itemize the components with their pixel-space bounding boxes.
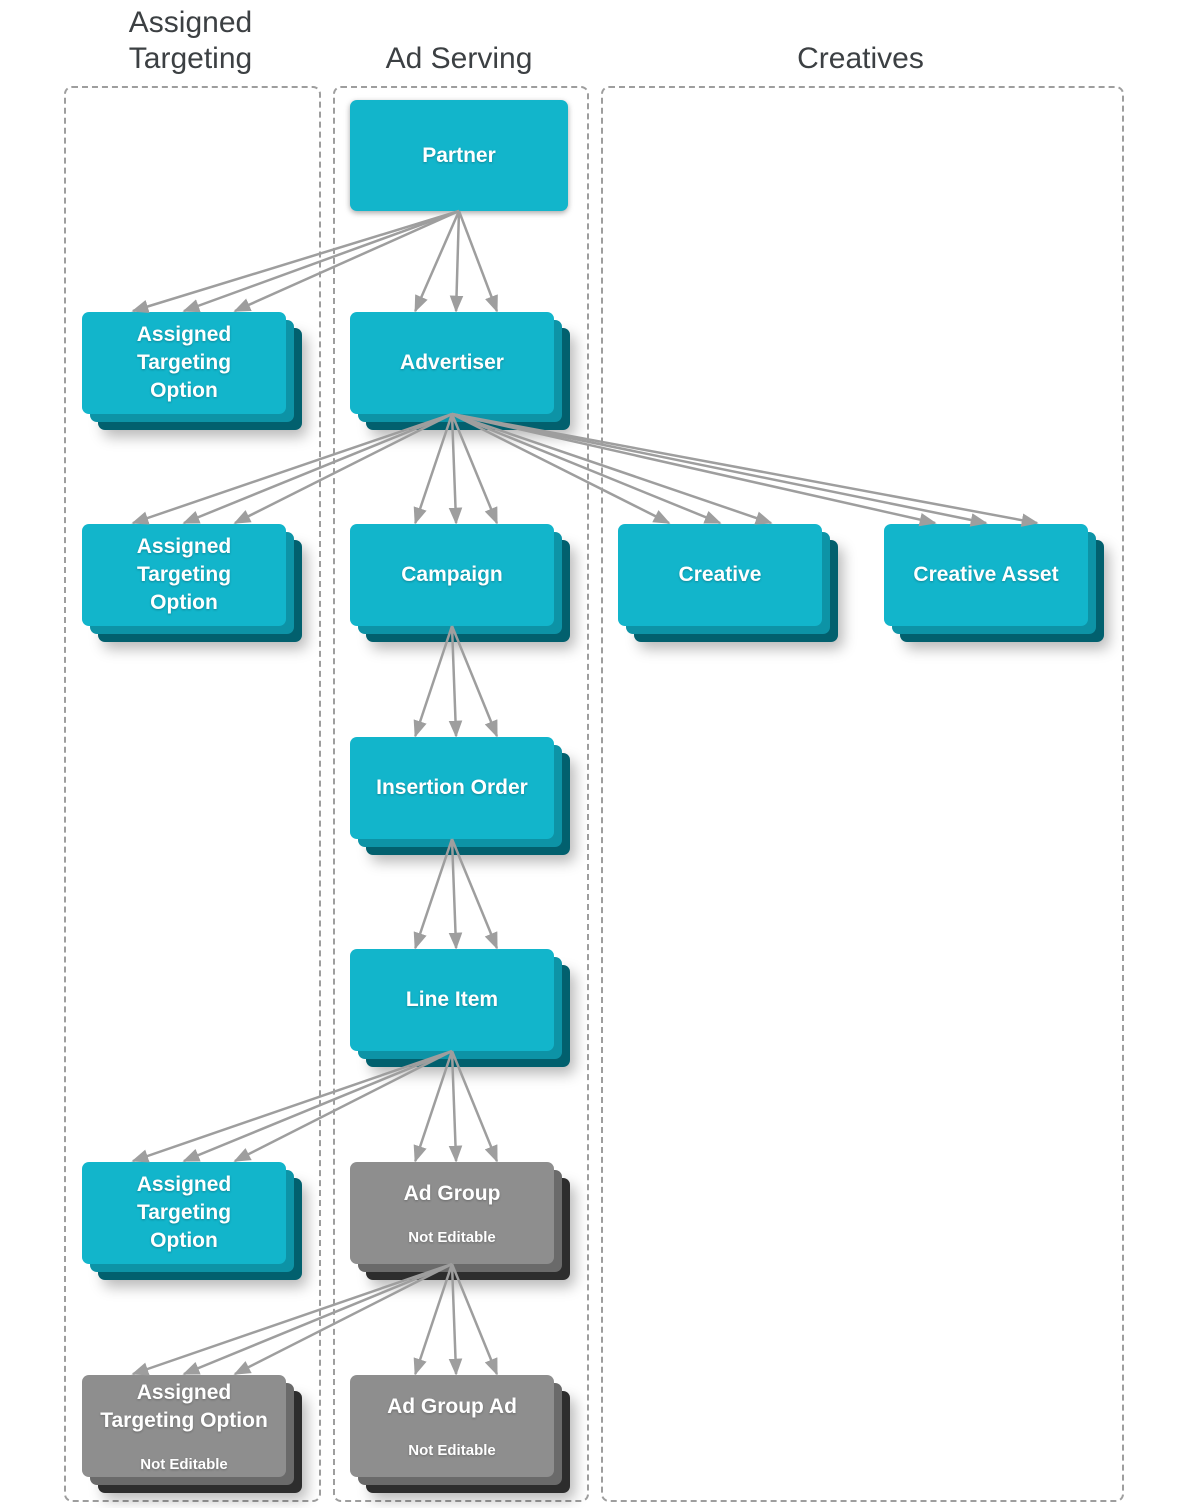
node-ad-group-ad-sublabel: Not Editable	[408, 1442, 496, 1460]
column-header-assigned-targeting: Assigned Targeting	[128, 5, 253, 76]
node-insertion-order-label: Insertion Order	[376, 776, 528, 800]
node-partner: Partner	[350, 100, 568, 211]
column-creatives	[601, 86, 1124, 1502]
node-advertiser-label: Advertiser	[400, 351, 504, 375]
node-creative-asset: Creative Asset	[884, 524, 1088, 626]
node-creative: Creative	[618, 524, 822, 626]
node-ad-group-label: Ad Group	[403, 1181, 501, 1205]
node-assigned-targeting-option-2-label: Assigned Targeting Option	[136, 535, 232, 614]
column-assigned-targeting	[64, 86, 321, 1502]
node-campaign-label: Campaign	[401, 563, 503, 587]
node-creative-asset-label: Creative Asset	[913, 563, 1059, 587]
node-partner-label: Partner	[422, 143, 496, 167]
node-ad-group-ad-label: Ad Group Ad	[387, 1394, 517, 1418]
node-assigned-targeting-option-not-editable-label: Assigned Targeting Option	[100, 1380, 268, 1432]
node-assigned-targeting-option-3-label: Assigned Targeting Option	[136, 1173, 232, 1252]
column-header-ad-serving: Ad Serving	[385, 42, 533, 76]
node-campaign: Campaign	[350, 524, 554, 626]
node-assigned-targeting-option-1: Assigned Targeting Option	[82, 312, 286, 414]
node-assigned-targeting-option-1-label: Assigned Targeting Option	[136, 323, 232, 402]
column-header-creatives: Creatives	[797, 42, 924, 76]
node-line-item-label: Line Item	[405, 988, 499, 1012]
column-ad-serving	[333, 86, 589, 1502]
node-assigned-targeting-option-not-editable: Assigned Targeting Option Not Editable	[82, 1375, 286, 1477]
node-ad-group-sublabel: Not Editable	[408, 1229, 496, 1247]
node-creative-label: Creative	[678, 563, 762, 587]
node-insertion-order: Insertion Order	[350, 737, 554, 839]
node-ad-group: Ad Group Not Editable	[350, 1162, 554, 1264]
node-assigned-targeting-option-3: Assigned Targeting Option	[82, 1162, 286, 1264]
node-advertiser: Advertiser	[350, 312, 554, 414]
node-assigned-targeting-option-2: Assigned Targeting Option	[82, 524, 286, 626]
node-line-item: Line Item	[350, 949, 554, 1051]
node-assigned-targeting-option-not-editable-sublabel: Not Editable	[140, 1456, 228, 1474]
node-ad-group-ad: Ad Group Ad Not Editable	[350, 1375, 554, 1477]
